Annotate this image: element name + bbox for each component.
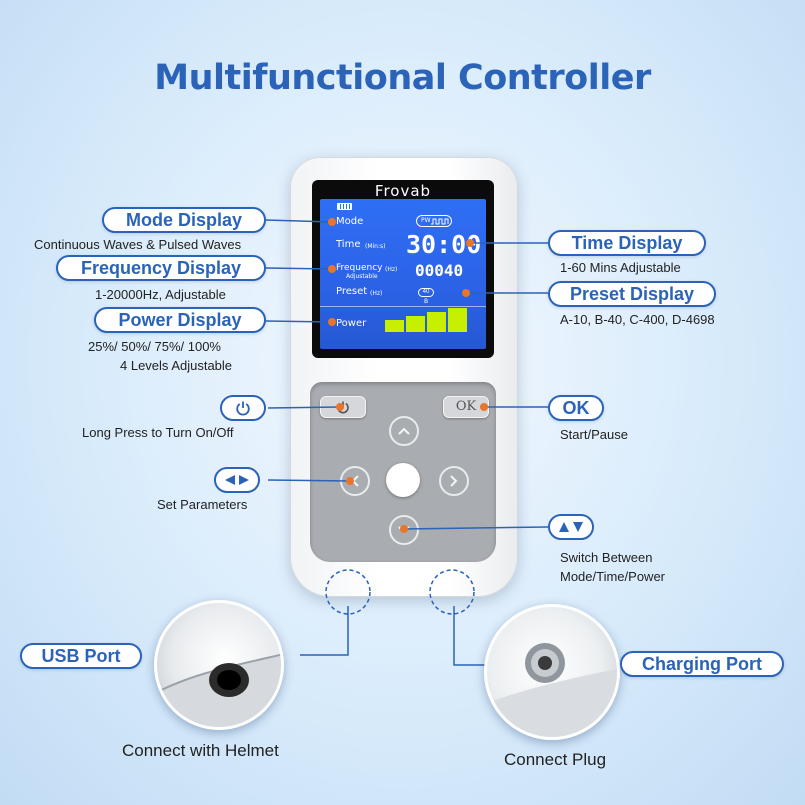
lcd-preset-badge: 40 bbox=[418, 288, 434, 297]
lcd-frequency-sub: Adjustable bbox=[346, 273, 378, 280]
power-display-desc-2: 4 Levels Adjustable bbox=[120, 358, 233, 373]
chevron-up-icon bbox=[398, 427, 410, 435]
charging-port-caption: Connect Plug bbox=[504, 750, 607, 769]
lcd-frequency-label: Frequency bbox=[336, 263, 383, 273]
chevron-right-icon bbox=[450, 475, 458, 487]
power-level-bar bbox=[385, 320, 404, 332]
switch-desc-1: Switch Between bbox=[560, 550, 653, 565]
up-down-badge bbox=[548, 514, 594, 540]
lcd-power-label: Power bbox=[336, 318, 367, 329]
lcd-frequency-value: 00040 bbox=[415, 261, 464, 280]
lcd-power-bars bbox=[385, 308, 475, 334]
lcd-time-label: Time bbox=[336, 239, 361, 250]
lcd-mode-label: Mode bbox=[336, 216, 364, 227]
usb-port-closeup bbox=[154, 600, 284, 730]
lcd-time-unit: (Min:s) bbox=[365, 243, 386, 250]
power-icon bbox=[236, 401, 250, 416]
center-button[interactable] bbox=[386, 463, 420, 497]
up-down-arrows-icon bbox=[559, 522, 583, 532]
usb-port-icon bbox=[157, 653, 281, 727]
lcd-frequency-unit: (Hz) bbox=[385, 266, 398, 273]
battery-icon bbox=[337, 203, 352, 210]
ok-desc: Start/Pause bbox=[560, 427, 628, 442]
time-display-label: Time Display bbox=[548, 230, 706, 256]
lcd-mode-badge: PW bbox=[416, 215, 452, 227]
power-level-bar bbox=[448, 308, 467, 332]
time-display-desc: 1-60 Mins Adjustable bbox=[560, 260, 681, 275]
ok-label: OK bbox=[548, 395, 604, 421]
left-right-arrows-icon bbox=[225, 475, 249, 485]
lcd-preset-unit: (Hz) bbox=[370, 290, 383, 297]
usb-port-label: USB Port bbox=[20, 643, 142, 669]
up-button[interactable] bbox=[389, 416, 419, 446]
power-level-bar bbox=[406, 316, 425, 332]
frequency-display-label: Frequency Display bbox=[56, 255, 266, 281]
set-parameters-desc: Set Parameters bbox=[157, 497, 248, 512]
charging-port-label: Charging Port bbox=[620, 651, 784, 677]
device-brand: Frovab bbox=[374, 182, 432, 200]
lcd-preset-letter: B bbox=[424, 298, 429, 305]
mode-display-label: Mode Display bbox=[102, 207, 266, 233]
mode-display-desc: Continuous Waves & Pulsed Waves bbox=[34, 237, 242, 252]
power-display-label: Power Display bbox=[94, 307, 266, 333]
usb-port-caption: Connect with Helmet bbox=[122, 741, 279, 760]
lcd-separator bbox=[320, 306, 486, 307]
lcd-preset-label: Preset bbox=[336, 286, 368, 297]
charging-port-closeup bbox=[484, 604, 620, 740]
left-right-badge bbox=[214, 467, 260, 493]
power-display-desc-1: 25%/ 50%/ 75%/ 100% bbox=[88, 339, 221, 354]
right-button[interactable] bbox=[439, 466, 469, 496]
power-button-desc: Long Press to Turn On/Off bbox=[82, 425, 234, 440]
preset-display-label: Preset Display bbox=[548, 281, 716, 307]
power-button-badge bbox=[220, 395, 266, 421]
power-level-bar bbox=[427, 312, 446, 332]
pulse-wave-icon bbox=[431, 218, 449, 225]
charging-port-icon bbox=[487, 643, 617, 737]
switch-desc-2: Mode/Time/Power bbox=[560, 569, 665, 584]
page-title: Multifunctional Controller bbox=[154, 58, 651, 98]
frequency-display-desc: 1-20000Hz, Adjustable bbox=[95, 287, 226, 302]
preset-display-desc: A-10, B-40, C-400, D-4698 bbox=[560, 312, 715, 327]
